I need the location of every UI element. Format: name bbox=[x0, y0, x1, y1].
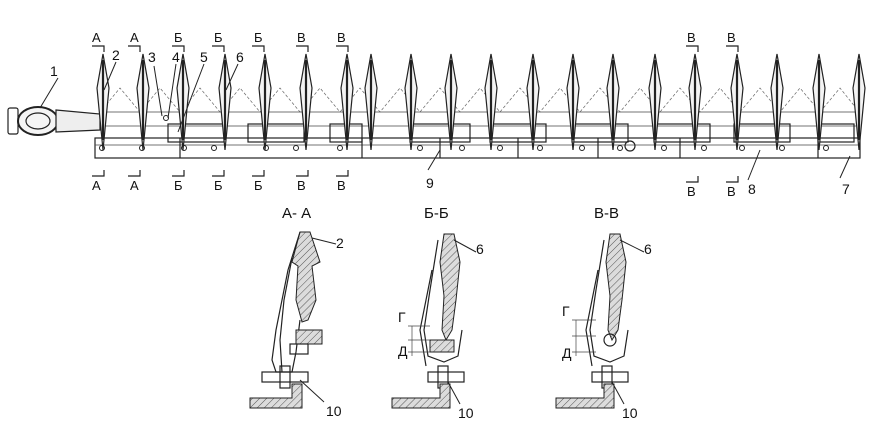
vv-bolt-label: 10 bbox=[622, 405, 638, 421]
vv-part-label: 6 bbox=[644, 241, 652, 257]
mark-top-5: Б bbox=[254, 30, 263, 45]
mark-top-4: Б bbox=[214, 30, 223, 45]
mark-top-9: В bbox=[727, 30, 736, 45]
section-marks-bottom: А А Б Б Б В В В В bbox=[92, 170, 739, 199]
callout-8: 8 bbox=[748, 181, 756, 197]
section-aa: А- А 2 10 bbox=[249, 205, 344, 419]
mark-bottom-2: А bbox=[130, 178, 139, 193]
top-view: А А Б Б Б В В В В А А Б Б Б В В bbox=[7, 30, 867, 199]
section-bb: Б-Б Г Д 6 10 bbox=[391, 205, 484, 421]
mark-top-1: А bbox=[92, 30, 101, 45]
mark-bottom-4: Б bbox=[214, 178, 223, 193]
callout-leaders bbox=[39, 61, 851, 181]
mark-top-6: В bbox=[297, 30, 306, 45]
callout-5: 5 bbox=[200, 49, 208, 65]
bar-bolts bbox=[99, 115, 829, 151]
finger-plates bbox=[167, 123, 855, 143]
mark-bottom-6: В bbox=[297, 178, 306, 193]
vv-gap-g: Г bbox=[562, 303, 570, 319]
vv-gap-d: Д bbox=[562, 345, 572, 361]
section-vv: В-В Г Д 6 10 bbox=[555, 205, 652, 421]
finger-bar bbox=[94, 137, 861, 159]
mark-top-8: В bbox=[687, 30, 696, 45]
aa-part-label: 2 bbox=[336, 235, 344, 251]
callout-6: 6 bbox=[236, 49, 244, 65]
section-marks-top: А А Б Б Б В В В В bbox=[92, 30, 739, 52]
callout-2: 2 bbox=[112, 47, 120, 63]
bb-bolt-label: 10 bbox=[458, 405, 474, 421]
fingers bbox=[95, 52, 867, 152]
mark-bottom-3: Б bbox=[174, 178, 183, 193]
mark-top-3: Б bbox=[174, 30, 183, 45]
mark-bottom-8: В bbox=[687, 184, 696, 199]
section-aa-title: А- А bbox=[282, 205, 311, 222]
bb-gap-d: Д bbox=[398, 343, 408, 359]
mark-bottom-5: Б bbox=[254, 178, 263, 193]
mark-top-7: В bbox=[337, 30, 346, 45]
mark-top-2: А bbox=[130, 30, 139, 45]
callout-7: 7 bbox=[842, 181, 850, 197]
section-bb-title: Б-Б bbox=[424, 205, 449, 222]
mounting-head bbox=[7, 106, 101, 136]
mark-bottom-7: В bbox=[337, 178, 346, 193]
bb-part-label: 6 bbox=[476, 241, 484, 257]
callout-9: 9 bbox=[426, 175, 434, 191]
callout-3: 3 bbox=[148, 49, 156, 65]
aa-bolt-label: 10 bbox=[326, 403, 342, 419]
callout-1: 1 bbox=[50, 63, 58, 79]
section-vv-title: В-В bbox=[594, 205, 619, 222]
mark-bottom-1: А bbox=[92, 178, 101, 193]
mark-bottom-9: В bbox=[727, 184, 736, 199]
bb-gap-g: Г bbox=[398, 309, 406, 325]
callout-4: 4 bbox=[172, 49, 180, 65]
